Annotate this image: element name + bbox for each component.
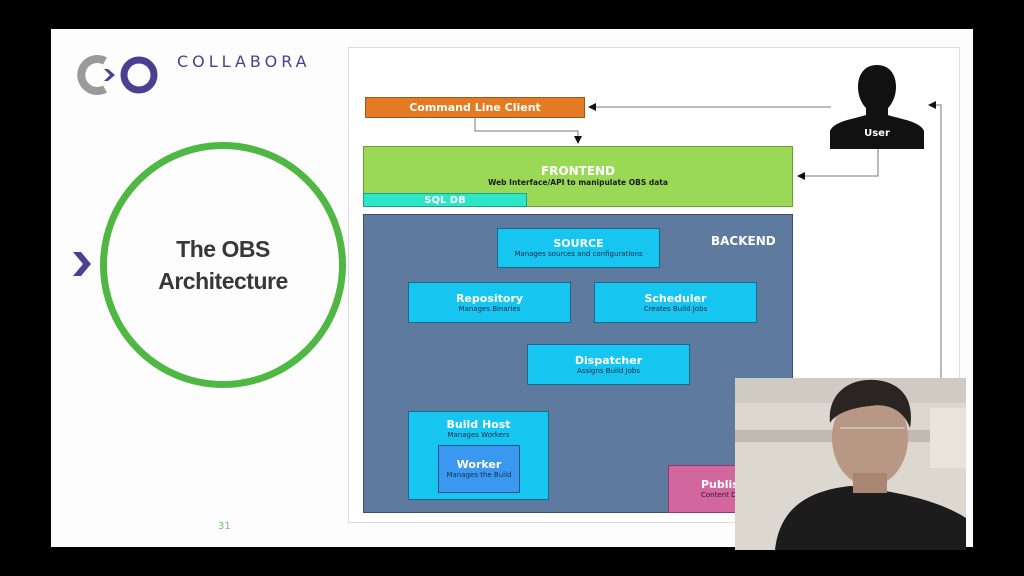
source-subtitle: Manages sources and configurations [514,250,643,258]
dispatcher-title: Dispatcher [574,353,643,367]
brand-name: COLLABORA [177,52,311,71]
slide-title-line2: Architecture [158,268,288,294]
slide-title-line1: The OBS [176,236,270,262]
dispatcher-box: Dispatcher Assigns Build Jobs [527,344,690,385]
arrow-user-to-frontend [797,146,879,180]
frontend-subtitle: Web Interface/API to manipulate OBS data [488,178,668,187]
chevron-right-icon [73,252,91,276]
repository-title: Repository [455,291,524,305]
slide-title: The OBS Architecture [158,233,288,297]
presenter-video[interactable] [735,378,966,550]
source-box: SOURCE Manages sources and configuration… [497,228,660,268]
user-label: User [864,128,890,139]
scheduler-subtitle: Creates Build Jobs [643,304,708,313]
backend-label: BACKEND [711,234,776,248]
dispatcher-subtitle: Assigns Build Jobs [576,366,640,375]
scheduler-title: Scheduler [644,291,707,305]
worker-subtitle: Manages the Build [446,471,512,479]
arrow-cli-to-frontend [474,118,582,144]
section-circle: The OBS Architecture [100,142,346,388]
sql-db-title: SQL DB [424,194,466,206]
build-host-title: Build Host [446,418,511,431]
connector-lines [474,101,942,388]
presenter-video-frame [735,378,966,550]
repository-box: Repository Manages Binaries [408,282,571,323]
command-line-client-box: Command Line Client [365,97,585,118]
frontend-box: FRONTEND Web Interface/API to manipulate… [363,146,793,207]
user-silhouette-icon [830,65,924,149]
collabora-logo [77,55,158,95]
worker-box: Worker Manages the Build [438,445,520,493]
arrow-backend-to-user [928,101,942,388]
publish-subtitle: Content Del [701,491,743,499]
worker-title: Worker [456,458,502,471]
build-host-subtitle: Manages Workers [447,431,510,439]
source-title: SOURCE [553,237,604,250]
command-line-client-title: Command Line Client [409,101,541,114]
sql-db-box: SQL DB [363,193,527,207]
slide: COLLABORA The OBS Architecture 31 Comman… [51,29,973,547]
frontend-title: FRONTEND [540,164,616,178]
scheduler-box: Scheduler Creates Build Jobs [594,282,757,323]
page-number: 31 [218,521,231,532]
repository-subtitle: Manages Binaries [458,304,521,313]
